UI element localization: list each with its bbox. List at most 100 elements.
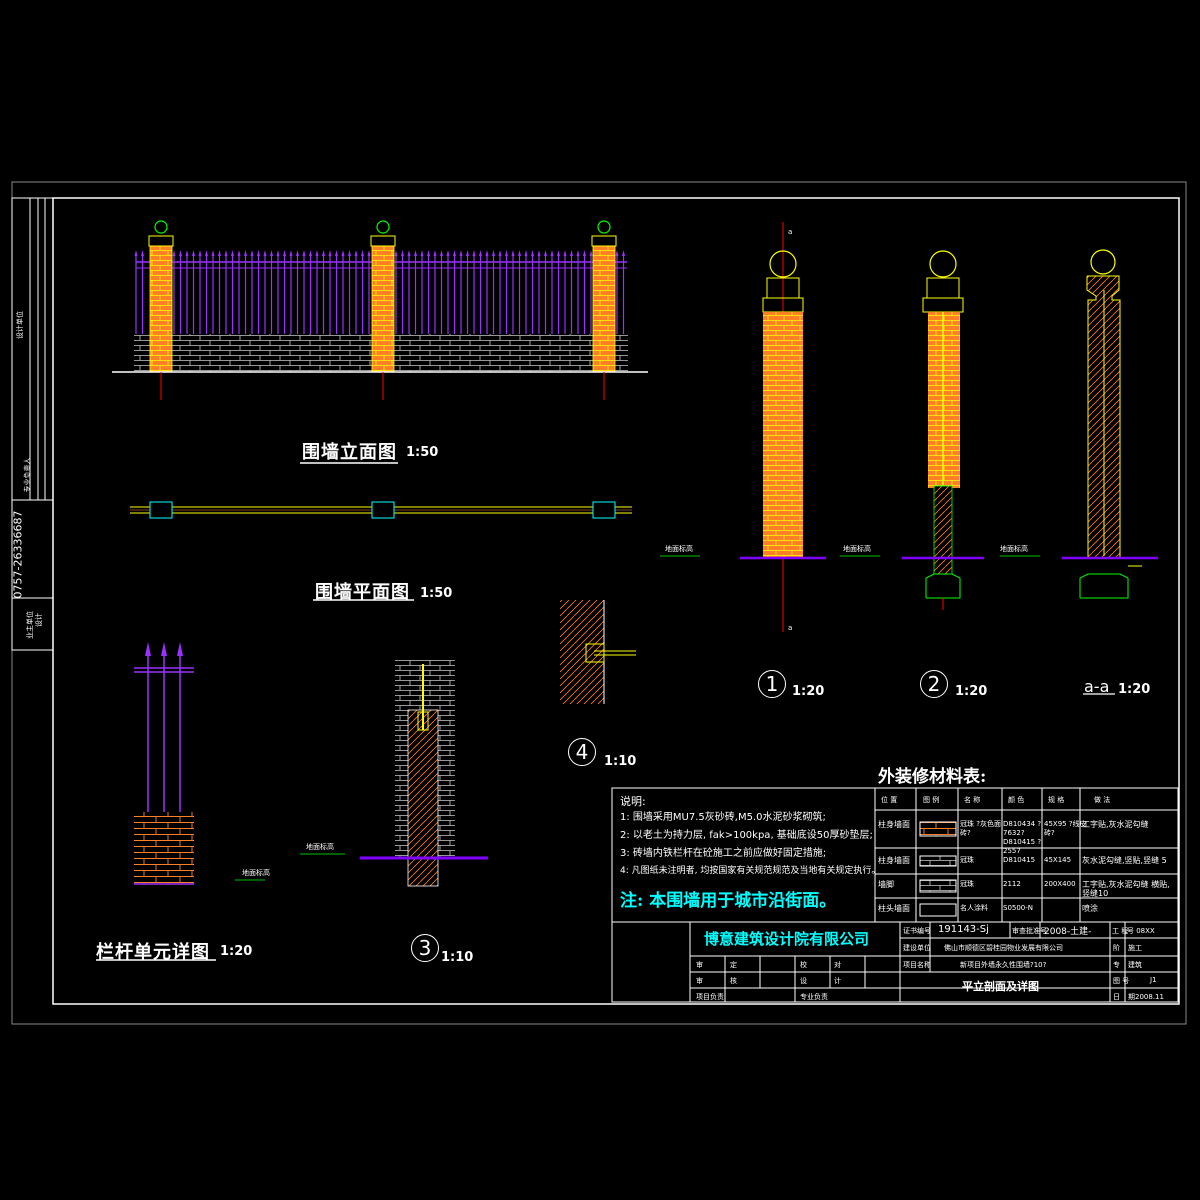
materials-header-cell: 规 格: [1048, 796, 1065, 804]
rail-picket-tip: [134, 250, 138, 256]
rail-picket-tip: [407, 250, 411, 256]
material-color: D810415: [1003, 856, 1036, 864]
rail-picket-tip: [518, 250, 521, 256]
elevation-title: 围墙立面图: [302, 442, 397, 463]
tb-role-2: 定: [730, 961, 737, 969]
project-value: 新项目外墙永久性围墙?10?: [960, 961, 1047, 969]
detail-3-marker: 3: [411, 934, 439, 962]
materials-header-cell: 名 称: [964, 796, 981, 804]
materials-title: 外装修材料表:: [878, 767, 987, 787]
client-value: 佛山市顺德区碧桂园物业发展有限公司: [944, 944, 1063, 952]
detail-2-scale: 1:20: [955, 684, 988, 699]
detail-1-scale: 1:20: [792, 684, 825, 699]
rail-picket-tip: [511, 250, 515, 256]
detail-3-scale: 1:10: [441, 950, 474, 965]
material-method: 工字贴,灰水泥勾缝: [1082, 820, 1149, 829]
materials-header-cell: 位 置: [881, 796, 898, 804]
ground-label-3: 地面标高: [1000, 545, 1028, 553]
rail-picket-tip: [141, 250, 144, 256]
pillar-left: [149, 245, 173, 373]
material-name: 冠珠 ?灰色面砖?: [960, 820, 1001, 837]
rail-picket-tip: [172, 250, 176, 256]
material-name: 冠珠: [960, 856, 974, 864]
rail-picket-tip: [211, 250, 215, 256]
reg-label: 审查批准号: [1012, 927, 1047, 935]
railing-unit-detail: [96, 642, 265, 961]
material-name: 冠珠: [960, 880, 974, 888]
left-sidebar: [11, 197, 54, 651]
sidebar-label-1: 设计单位: [16, 311, 24, 339]
pillar-detail-1: [660, 222, 826, 632]
rail-picket-tip: [394, 250, 398, 256]
pillar-center: [371, 245, 395, 373]
pillar-caps: [148, 235, 617, 247]
section-aa-scale: 1:20: [1118, 682, 1151, 697]
rail-picket-tip: [315, 250, 319, 256]
material-spec: 200X400: [1044, 880, 1076, 888]
plan-scale: 1:50: [420, 586, 453, 601]
section-a-bottom: a: [788, 624, 793, 632]
sidebar-label-4: 设计: [35, 613, 43, 627]
pillar-right: [592, 245, 616, 373]
note-item-4: 4: 凡图纸未注明者, 均按国家有关规范规范及当地有关规定执行。: [620, 866, 881, 876]
rail-picket-tip: [531, 250, 534, 256]
rail-picket-tip: [244, 250, 247, 256]
note-item-3: 3: 砖墙内铁栏杆在砼施工之前应做好固定措施;: [620, 848, 827, 859]
tb-role-3: 校: [800, 961, 807, 969]
rail-picket-tip: [576, 250, 580, 256]
cert-label: 证书编号: [903, 927, 931, 935]
material-table-grid: [611, 787, 1179, 923]
rail-picket-tip: [570, 250, 573, 256]
elevation-axes: [160, 372, 605, 400]
rail-picket-tip: [446, 250, 450, 256]
rail-picket-tip: [498, 250, 502, 256]
notes-heading: 说明:: [620, 795, 646, 808]
ground-label-1: 地面标高: [665, 545, 693, 553]
rail-picket-tip: [524, 250, 528, 256]
rail-picket-tip: [302, 250, 306, 256]
material-color: 2112: [1003, 880, 1021, 888]
rail-picket-tip: [185, 250, 189, 256]
plan-title: 围墙平面图: [315, 582, 410, 603]
rail-picket-tip: [622, 250, 625, 256]
rail-picket-tip: [479, 250, 482, 256]
rail-picket-tip: [354, 250, 358, 256]
tb-role-10: 专业负责: [800, 993, 828, 1001]
spec-label: 专: [1113, 961, 1120, 969]
material-spec: 45X95 ?线皮砖?: [1044, 820, 1087, 837]
note-item-2: 2: 以老土为持力层, fak>100kpa, 基础底设50厚砂垫层;: [620, 830, 873, 841]
sidebar-label-2: 专业负责人: [23, 457, 32, 493]
rail-picket-tip: [348, 250, 351, 256]
project-label: 项目名称: [903, 961, 931, 969]
rail-picket-tip: [367, 250, 371, 256]
materials-header-cell: 图 例: [923, 796, 940, 804]
tb-role-9: 项目负责: [696, 993, 724, 1001]
ground-label-2: 地面标高: [843, 545, 871, 553]
rail-picket-tip: [427, 250, 430, 256]
reg-no: 2008-土建-: [1044, 927, 1092, 937]
rail-picket-tip: [472, 250, 476, 256]
tb-role-4: 对: [834, 961, 841, 969]
sidebar-phone: 0757-26336687: [11, 510, 25, 599]
rail-picket-tip: [459, 250, 463, 256]
project-no-label: 工 程: [1112, 927, 1129, 935]
rail-picket-tip: [589, 250, 593, 256]
rail-picket-tip: [537, 250, 541, 256]
rail-picket-tip: [583, 250, 586, 256]
tb-role-5: 审: [696, 977, 703, 985]
spec-value: 建筑: [1128, 961, 1142, 969]
title-block-grid: [611, 921, 1179, 1003]
date-label: 日: [1113, 993, 1120, 1001]
detail-4-section: [560, 600, 636, 704]
material-position: 柱身墙面: [878, 820, 910, 829]
company-name: 博意建筑设计院有限公司: [704, 930, 870, 948]
material-method: 喷涂: [1082, 904, 1098, 913]
railing-scale: 1:20: [220, 944, 253, 959]
rail-picket-tip: [414, 250, 417, 256]
rail-picket-tip: [276, 250, 280, 256]
ground-label-5: 地面标高: [242, 869, 270, 877]
rail-picket-tip: [224, 250, 228, 256]
fence-plan: [130, 501, 632, 601]
rail-picket-tip: [453, 250, 456, 256]
